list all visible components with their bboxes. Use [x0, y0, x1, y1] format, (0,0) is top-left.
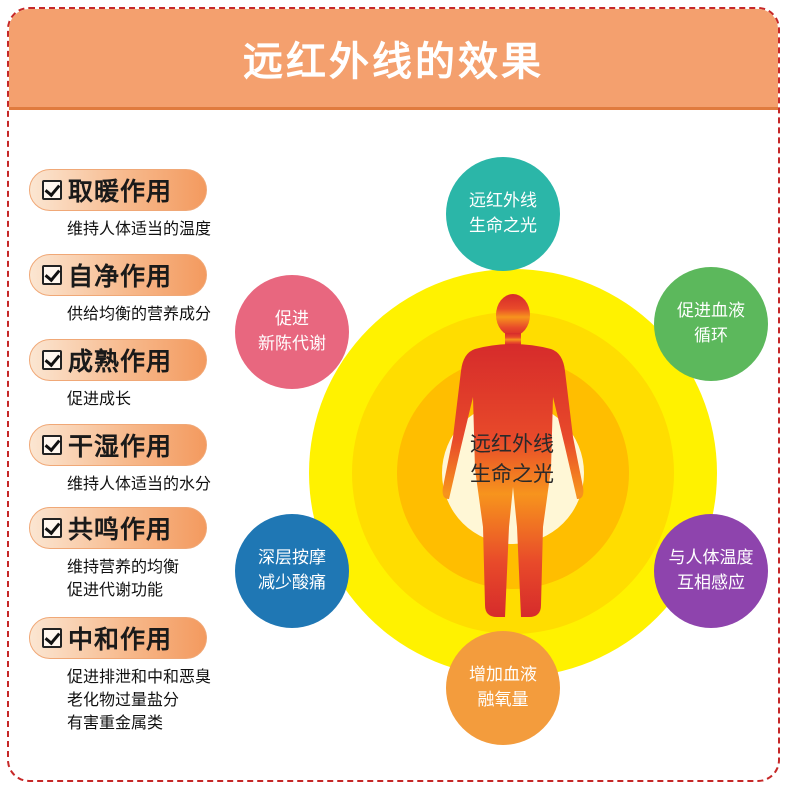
effect-pill: 干湿作用 — [29, 424, 207, 466]
effect-pill: 取暖作用 — [29, 169, 207, 211]
circle-label-line: 增加血液 — [469, 665, 537, 685]
circle-label-line: 促进 — [275, 309, 309, 329]
effect-item-neutralizing: 中和作用 促进排泄和中和恶臭 老化物过量盐分 有害重金属类 — [29, 617, 211, 734]
effect-description: 维持人体适当的温度 — [67, 217, 211, 240]
circle-label-line: 新陈代谢 — [258, 334, 326, 354]
circle-far-infrared: 远红外线 生命之光 — [446, 157, 560, 271]
effect-description: 促进排泄和中和恶臭 老化物过量盐分 有害重金属类 — [67, 665, 211, 734]
effect-description: 维持营养的均衡 促进代谢功能 — [67, 555, 207, 601]
effect-description-line: 老化物过量盐分 — [67, 690, 180, 709]
circle-blood-oxygen: 增加血液 融氧量 — [446, 631, 560, 745]
effect-title: 取暖作用 — [68, 177, 173, 206]
checkbox-icon — [42, 435, 62, 455]
circle-label-line: 融氧量 — [477, 690, 529, 710]
effect-item-maturing: 成熟作用 促进成长 — [29, 339, 207, 410]
human-body-icon — [442, 294, 584, 617]
circle-blood-circulation: 促进血液 循环 — [654, 267, 768, 381]
circle-label-line: 生命之光 — [469, 216, 537, 236]
effect-item-moisture: 干湿作用 维持人体适当的水分 — [29, 424, 211, 495]
effect-title: 成熟作用 — [68, 347, 173, 376]
effect-pill: 成熟作用 — [29, 339, 207, 381]
infographic-frame: 远红外线的效果 取暖作用 维持人体适当的温度 自净作用 供给均衡的营养成分 成熟… — [7, 7, 780, 782]
center-label-line: 生命之光 — [470, 462, 554, 486]
effect-item-warming: 取暖作用 维持人体适当的温度 — [29, 169, 211, 240]
circle-label-line: 循环 — [694, 326, 728, 346]
checkbox-icon — [42, 265, 62, 285]
effect-description-line: 促进排泄和中和恶臭 — [67, 667, 212, 686]
effect-description-line: 促进代谢功能 — [67, 580, 164, 599]
checkbox-icon — [42, 518, 62, 538]
effect-description-line: 促进成长 — [67, 389, 132, 408]
checkbox-icon — [42, 628, 62, 648]
effect-description-line: 维持营养的均衡 — [67, 557, 180, 576]
effect-item-resonance: 共鸣作用 维持营养的均衡 促进代谢功能 — [29, 507, 207, 601]
circle-deep-massage: 深层按摩 减少酸痛 — [235, 514, 349, 628]
header-banner: 远红外线的效果 — [9, 9, 778, 110]
effect-description: 促进成长 — [67, 387, 207, 410]
checkbox-icon — [42, 180, 62, 200]
effect-description-line: 供给均衡的营养成分 — [67, 304, 212, 323]
center-label-line: 远红外线 — [470, 432, 554, 456]
page-title: 远红外线的效果 — [243, 39, 544, 85]
circle-label-line: 与人体温度 — [668, 548, 754, 568]
effect-description-line: 维持人体适当的温度 — [67, 219, 212, 238]
effect-description: 维持人体适当的水分 — [67, 472, 211, 495]
effect-pill: 自净作用 — [29, 254, 207, 296]
effect-title: 共鸣作用 — [68, 515, 173, 544]
circle-label-line: 远红外线 — [469, 191, 537, 211]
effect-description: 供给均衡的营养成分 — [67, 302, 211, 325]
radiation-diagram: 远红外线 生命之光 远红外线 生命之光 促进血液 循环 与人体温度 互相感应 增… — [9, 9, 778, 780]
circle-label-line: 减少酸痛 — [258, 573, 326, 593]
circle-metabolism: 促进 新陈代谢 — [235, 275, 349, 389]
effect-pill: 中和作用 — [29, 617, 207, 659]
circle-body-temperature: 与人体温度 互相感应 — [654, 514, 768, 628]
circle-label-line: 促进血液 — [677, 301, 745, 321]
effect-item-self-cleaning: 自净作用 供给均衡的营养成分 — [29, 254, 211, 325]
effect-pill: 共鸣作用 — [29, 507, 207, 549]
checkbox-icon — [42, 350, 62, 370]
effect-description-line: 有害重金属类 — [67, 713, 164, 732]
effect-title: 自净作用 — [68, 262, 173, 291]
circle-label-line: 深层按摩 — [258, 548, 326, 568]
effect-title: 干湿作用 — [68, 432, 173, 461]
effect-title: 中和作用 — [68, 625, 173, 654]
effect-description-line: 维持人体适当的水分 — [67, 474, 212, 493]
circle-label-line: 互相感应 — [677, 573, 745, 593]
center-label: 远红外线 生命之光 — [437, 429, 587, 489]
